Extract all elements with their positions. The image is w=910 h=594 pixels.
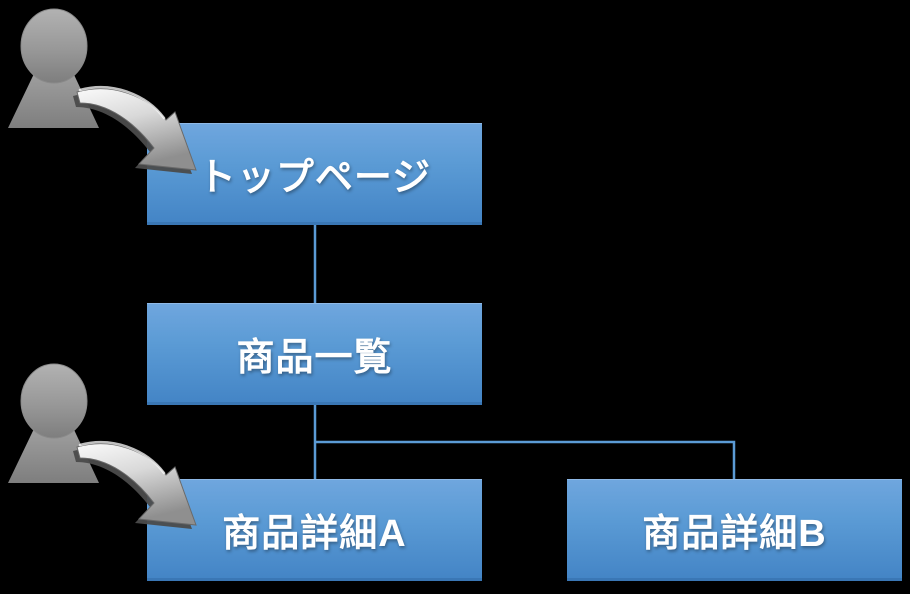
edge-list-to-detail-b: [315, 440, 736, 479]
node-product-detail-a-label: 商品詳細A: [222, 512, 407, 555]
node-product-list: 商品一覧: [147, 303, 482, 405]
node-product-detail-b: 商品詳細B: [567, 479, 902, 581]
node-product-detail-b-label: 商品詳細B: [642, 512, 827, 555]
node-top-page-label: トップページ: [197, 156, 432, 199]
node-top-page: トップページ: [147, 123, 482, 225]
node-product-detail-a: 商品詳細A: [147, 479, 482, 581]
node-product-list-label: 商品一覧: [236, 336, 393, 379]
